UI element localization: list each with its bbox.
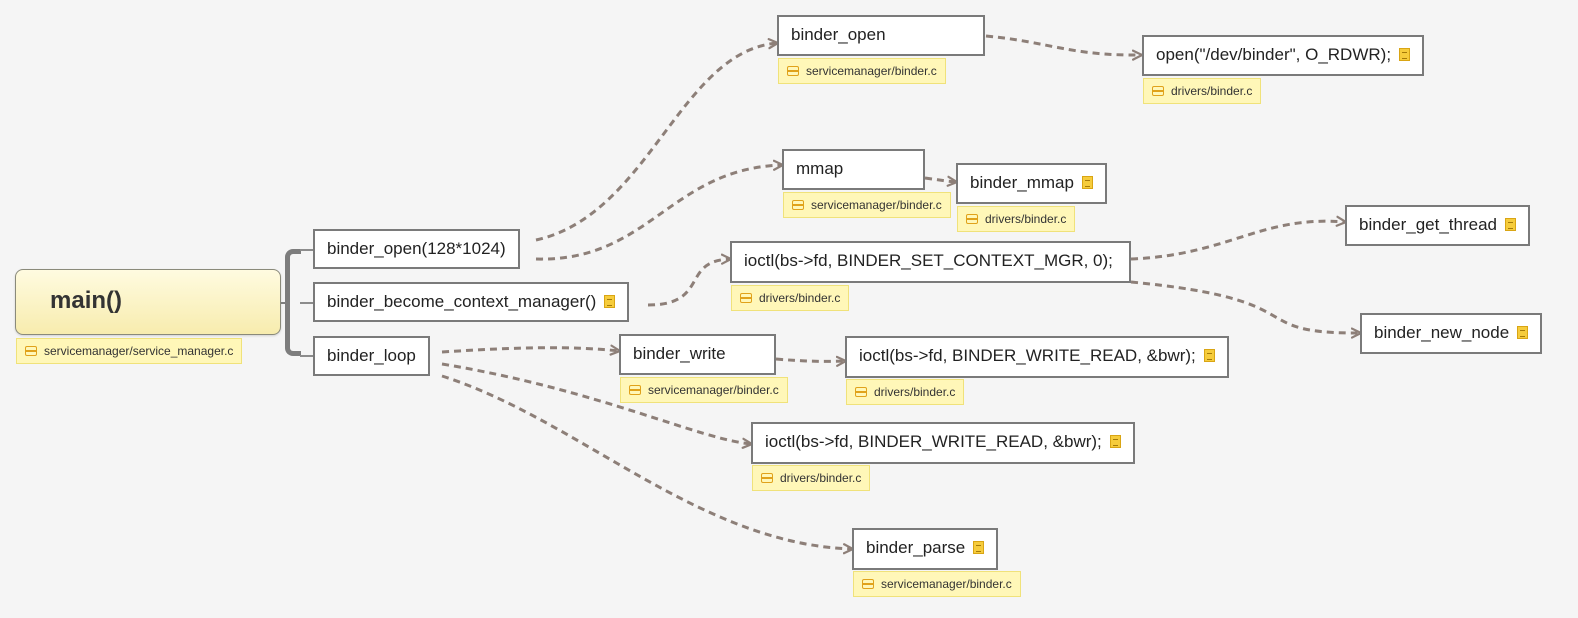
edge-loop-to-ioctl-wr2	[441, 362, 752, 444]
edge-loop-to-binder-parse	[441, 374, 853, 549]
root-connector	[281, 302, 287, 304]
node-label: binder_open(128*1024)	[327, 239, 506, 258]
database-icon	[25, 346, 37, 356]
file-tag-label: servicemanager/service_manager.c	[44, 344, 234, 358]
node-label: ioctl(bs->fd, BINDER_WRITE_READ, &bwr);	[765, 432, 1102, 451]
edge-mmap-to-binder-mmap	[924, 178, 957, 182]
note-icon[interactable]	[604, 295, 616, 308]
node-label: binder_get_thread	[1359, 215, 1498, 234]
node-label: binder_write	[633, 344, 726, 363]
file-tag[interactable]: drivers/binder.c	[752, 465, 871, 491]
node-open-dev-binder[interactable]: open("/dev/binder", O_RDWR);	[1142, 35, 1425, 76]
file-tag[interactable]: drivers/binder.c	[731, 285, 850, 311]
node-label: binder_new_node	[1374, 323, 1510, 342]
node-label: binder_loop	[327, 346, 416, 365]
note-icon[interactable]	[1081, 176, 1093, 189]
file-tag[interactable]: servicemanager/binder.c	[620, 377, 788, 403]
node-label: ioctl(bs->fd, BINDER_WRITE_READ, &bwr);	[859, 346, 1196, 365]
file-tag[interactable]: drivers/binder.c	[957, 206, 1076, 232]
node-ioctl-write-read-1[interactable]: ioctl(bs->fd, BINDER_WRITE_READ, &bwr);	[845, 336, 1229, 378]
file-tag-label: servicemanager/binder.c	[881, 577, 1012, 591]
node-label: binder_become_context_manager()	[327, 292, 597, 311]
node-become-context-manager[interactable]: binder_become_context_manager()	[313, 282, 630, 322]
node-binder-new-node[interactable]: binder_new_node	[1360, 313, 1543, 354]
node-binder-mmap[interactable]: binder_mmap	[956, 163, 1107, 204]
node-binder-get-thread[interactable]: binder_get_thread	[1345, 205, 1531, 246]
branch-stub	[300, 249, 314, 251]
file-tag[interactable]: drivers/binder.c	[1143, 78, 1262, 104]
node-label: binder_parse	[866, 538, 966, 557]
root-label: main()	[50, 287, 122, 314]
edge-ioctl-ctx-to-new-node	[1130, 280, 1361, 333]
edge-become-ctx-to-ioctl-ctx	[647, 259, 731, 307]
edge-loop-to-binder-write	[441, 348, 620, 352]
node-binder-open-impl[interactable]: binder_open	[777, 15, 985, 56]
database-icon	[792, 200, 804, 210]
file-tag-label: drivers/binder.c	[780, 471, 862, 485]
file-tag-root[interactable]: servicemanager/service_manager.c	[16, 338, 243, 364]
file-tag[interactable]: drivers/binder.c	[846, 379, 965, 405]
note-icon[interactable]	[1399, 48, 1411, 61]
database-icon	[855, 387, 867, 397]
file-tag[interactable]: servicemanager/binder.c	[778, 58, 946, 84]
file-tag-label: drivers/binder.c	[874, 385, 956, 399]
file-tag-label: servicemanager/binder.c	[648, 383, 779, 397]
file-tag-label: drivers/binder.c	[759, 291, 841, 305]
branch-stub	[300, 355, 314, 357]
database-icon	[1152, 86, 1164, 96]
node-ioctl-write-read-2[interactable]: ioctl(bs->fd, BINDER_WRITE_READ, &bwr);	[751, 422, 1135, 464]
database-icon	[966, 214, 978, 224]
note-icon[interactable]	[1517, 326, 1529, 339]
node-label: binder_open	[791, 25, 886, 44]
node-ioctl-set-context-mgr[interactable]: ioctl(bs->fd, BINDER_SET_CONTEXT_MGR, 0)…	[730, 241, 1131, 283]
node-label: open("/dev/binder", O_RDWR);	[1156, 45, 1392, 64]
database-icon	[761, 473, 773, 483]
edge-binder-write-to-ioctl-wr1	[775, 359, 846, 361]
file-tag-label: servicemanager/binder.c	[811, 198, 942, 212]
database-icon	[629, 385, 641, 395]
node-binder-open-call[interactable]: binder_open(128*1024)	[313, 229, 520, 269]
node-label: ioctl(bs->fd, BINDER_SET_CONTEXT_MGR, 0)…	[744, 251, 1113, 270]
edge-open-call-to-binder-open	[535, 43, 778, 242]
note-icon[interactable]	[1109, 435, 1121, 448]
note-icon[interactable]	[1505, 218, 1517, 231]
root-node-main[interactable]: main()	[15, 269, 281, 335]
note-icon[interactable]	[973, 541, 985, 554]
database-icon	[787, 66, 799, 76]
node-label: binder_mmap	[970, 173, 1074, 192]
note-icon[interactable]	[1203, 349, 1215, 362]
edge-binder-open-to-open-dev	[985, 34, 1142, 55]
database-icon	[862, 579, 874, 589]
branch-stub	[300, 302, 314, 304]
node-binder-parse[interactable]: binder_parse	[852, 528, 999, 570]
node-binder-write[interactable]: binder_write	[619, 334, 776, 375]
database-icon	[740, 293, 752, 303]
node-label: mmap	[796, 159, 844, 178]
branch-bracket	[285, 249, 301, 356]
file-tag[interactable]: servicemanager/binder.c	[853, 571, 1021, 597]
file-tag-label: drivers/binder.c	[1171, 84, 1253, 98]
file-tag-label: servicemanager/binder.c	[806, 64, 937, 78]
file-tag[interactable]: servicemanager/binder.c	[783, 192, 951, 218]
edge-ioctl-ctx-to-get-thread	[1130, 221, 1346, 261]
node-binder-loop[interactable]: binder_loop	[313, 336, 430, 376]
node-mmap[interactable]: mmap	[782, 149, 925, 190]
file-tag-label: drivers/binder.c	[985, 212, 1067, 226]
edge-open-call-to-mmap	[535, 165, 783, 261]
